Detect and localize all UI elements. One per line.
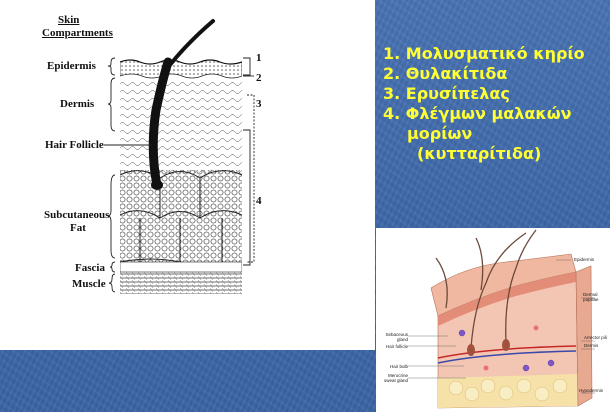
illus-label-dermal-papillae: Dermal papillae — [583, 292, 610, 302]
illus-label-sebaceous: Sebaceous gland — [378, 332, 408, 342]
illus-label-hypodermis: Hypodermis — [579, 388, 603, 393]
skin-cross-section-drawing — [0, 0, 375, 350]
skin-anatomy-illustration: Epidermis Dermal papillae Arrector pili … — [376, 228, 610, 412]
number-3: 3 — [256, 98, 262, 110]
illus-label-epidermis: Epidermis — [574, 257, 594, 262]
illus-label-dermis: Dermis — [584, 343, 598, 348]
illus-label-merocrine: Merocrine sweat gland — [378, 373, 408, 383]
list-item-4-line2: μορίων — [383, 124, 608, 144]
label-epidermis: Epidermis — [47, 60, 96, 72]
illus-label-hair-bulb: Hair bulb — [378, 364, 408, 369]
number-1: 1 — [256, 52, 262, 64]
illus-label-arrector: Arrector pili — [584, 335, 607, 340]
label-dermis: Dermis — [60, 98, 94, 110]
number-4: 4 — [256, 195, 262, 207]
label-fascia: Fascia — [75, 262, 105, 274]
number-2: 2 — [256, 72, 262, 84]
label-subcutaneous: Subcutaneous — [44, 209, 109, 221]
skin-compartments-diagram: Skin Compartments Epidermis Dermis Hair … — [0, 0, 375, 350]
condition-list: 1. Μολυσματικό κηρίο 2. Θυλακίτιδα 3. Ερ… — [383, 44, 608, 164]
label-muscle: Muscle — [72, 278, 106, 290]
label-fat: Fat — [70, 222, 86, 234]
list-item-4: 4. Φλέγμων μαλακών μορίων (κυτταρίτιδα) — [383, 104, 608, 164]
skin-3d-block-drawing — [376, 228, 610, 412]
label-hair-follicle: Hair Follicle — [45, 139, 104, 151]
list-item-4-line3: (κυτταρίτιδα) — [383, 144, 608, 164]
list-item-3: 3. Ερυσίπελας — [383, 84, 608, 104]
list-item-1: 1. Μολυσματικό κηρίο — [383, 44, 608, 64]
illus-label-hair-follicle: Hair follicle — [378, 344, 408, 349]
diagram-title-line2: Compartments — [42, 27, 113, 39]
diagram-title-line1: Skin — [58, 14, 79, 26]
list-item-2: 2. Θυλακίτιδα — [383, 64, 608, 84]
list-item-4-line1: 4. Φλέγμων μαλακών — [383, 104, 572, 123]
